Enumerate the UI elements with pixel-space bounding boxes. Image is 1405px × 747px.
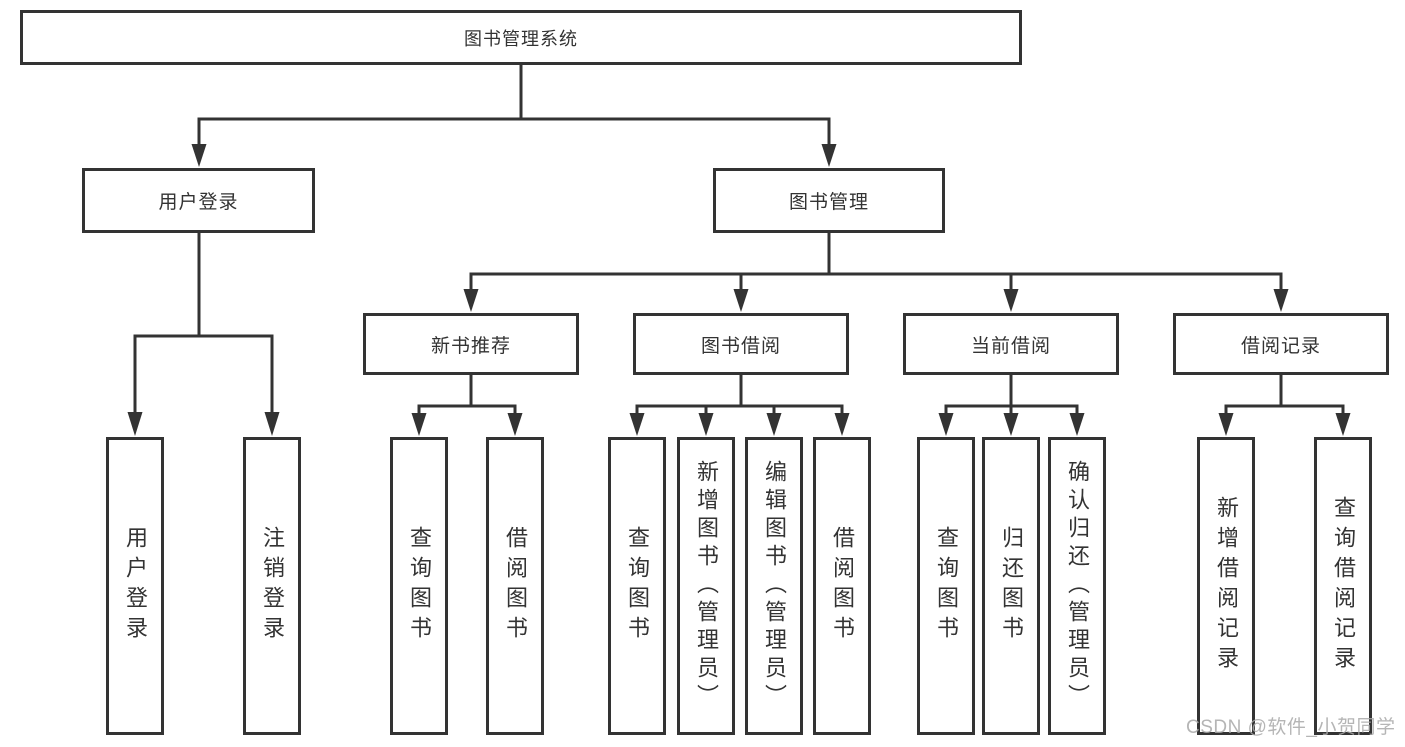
leaf-add-book-admin: 新增图书（管理员）: [677, 437, 735, 735]
leaf-edit-book-admin: 编辑图书（管理员）: [745, 437, 803, 735]
leaf-label: 借阅图书: [503, 526, 528, 646]
leaf-return-book: 归还图书: [982, 437, 1040, 735]
leaf-label: 新增图书（管理员）: [694, 460, 719, 712]
leaf-confirm-return-admin: 确认归还（管理员）: [1048, 437, 1106, 735]
node-new-book-recommend: 新书推荐: [363, 313, 579, 375]
leaf-query-book-recommend: 查询图书: [390, 437, 448, 735]
node-label: 图书管理: [788, 192, 869, 213]
leaf-query-book-borrow: 查询图书: [608, 437, 666, 735]
leaf-label: 查询借阅记录: [1331, 496, 1356, 676]
leaf-borrow-book-recommend: 借阅图书: [486, 437, 544, 735]
node-label: 图书借阅: [700, 335, 781, 357]
leaf-add-borrow-record: 新增借阅记录: [1197, 437, 1255, 735]
node-borrow-record: 借阅记录: [1173, 313, 1389, 375]
node-book-management: 图书管理: [713, 168, 945, 233]
leaf-label: 用户登录: [123, 526, 148, 646]
leaf-label: 编辑图书（管理员）: [762, 460, 787, 712]
node-library-management-system: 图书管理系统: [20, 10, 1022, 65]
leaf-logout: 注销登录: [243, 437, 301, 735]
leaf-label: 归还图书: [999, 526, 1024, 646]
leaf-label: 查询图书: [625, 526, 650, 646]
leaf-label: 查询图书: [407, 526, 432, 646]
leaf-label: 借阅图书: [830, 526, 855, 646]
leaf-query-borrow-record: 查询借阅记录: [1314, 437, 1372, 735]
node-label: 当前借阅: [970, 335, 1051, 357]
leaf-label: 确认归还（管理员）: [1065, 460, 1090, 712]
node-label: 借阅记录: [1240, 335, 1321, 357]
leaf-borrow-book-borrow: 借阅图书: [813, 437, 871, 735]
leaf-query-book-current: 查询图书: [917, 437, 975, 735]
node-book-borrow: 图书借阅: [633, 313, 849, 375]
node-label: 图书管理系统: [464, 28, 578, 49]
csdn-watermark: CSDN @软件_小贺同学: [1186, 717, 1396, 738]
leaf-label: 注销登录: [260, 526, 285, 646]
leaf-label: 查询图书: [934, 526, 959, 646]
leaf-label: 新增借阅记录: [1214, 496, 1239, 676]
node-label: 新书推荐: [430, 335, 511, 357]
node-label: 用户登录: [158, 192, 239, 213]
node-current-borrow: 当前借阅: [903, 313, 1119, 375]
leaf-user-login: 用户登录: [106, 437, 164, 735]
node-user-login: 用户登录: [82, 168, 315, 233]
